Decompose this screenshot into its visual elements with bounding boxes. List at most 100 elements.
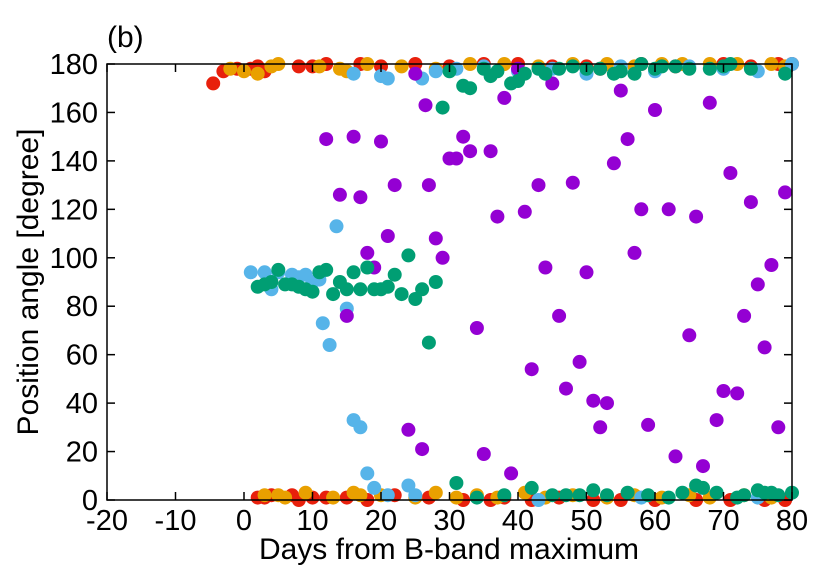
data-point xyxy=(353,190,368,205)
data-point xyxy=(709,413,724,428)
data-point xyxy=(620,485,635,500)
data-point xyxy=(435,250,450,265)
y-tick-label: 160 xyxy=(50,97,98,129)
data-point xyxy=(380,488,395,503)
data-point xyxy=(415,282,430,297)
y-tick-label: 60 xyxy=(66,340,98,372)
data-point xyxy=(723,166,738,180)
data-point xyxy=(490,64,505,79)
data-point xyxy=(517,204,532,219)
y-axis-title: Position angle [degree] xyxy=(12,129,45,436)
data-point xyxy=(572,354,587,369)
data-point xyxy=(565,59,580,74)
data-point xyxy=(682,61,697,76)
data-point xyxy=(428,64,443,79)
data-point xyxy=(606,156,621,171)
data-point xyxy=(743,61,758,76)
data-point xyxy=(387,178,402,193)
data-point xyxy=(326,490,341,505)
data-point xyxy=(415,442,430,457)
data-point xyxy=(428,485,443,500)
data-point xyxy=(346,66,361,81)
data-point xyxy=(329,219,344,234)
data-point xyxy=(435,100,450,115)
data-point xyxy=(620,132,635,147)
data-point xyxy=(360,466,375,481)
data-point xyxy=(654,59,669,74)
data-point xyxy=(428,275,443,289)
data-point xyxy=(469,490,484,505)
data-point xyxy=(469,321,484,335)
data-point xyxy=(360,260,375,275)
data-point xyxy=(305,284,320,299)
data-point xyxy=(380,229,395,243)
y-tick-label: 100 xyxy=(50,243,98,275)
x-tick-label: 70 xyxy=(707,505,739,537)
data-point xyxy=(497,488,512,503)
data-point xyxy=(709,485,724,500)
data-point xyxy=(716,384,731,398)
data-point xyxy=(696,459,710,474)
data-point xyxy=(449,151,464,166)
x-tick-label: -20 xyxy=(86,505,128,537)
data-point xyxy=(737,488,752,503)
data-point xyxy=(675,485,690,500)
data-point xyxy=(538,66,553,81)
data-point xyxy=(298,485,313,500)
data-point xyxy=(764,258,779,272)
x-tick-label: 30 xyxy=(433,505,465,537)
data-points xyxy=(206,57,799,507)
x-tick-label: 20 xyxy=(365,505,397,537)
data-point xyxy=(586,483,601,498)
y-tick-label: 0 xyxy=(82,485,98,517)
data-point xyxy=(353,420,368,435)
data-point xyxy=(524,362,539,377)
data-point xyxy=(374,134,388,149)
data-point xyxy=(613,64,628,79)
data-point xyxy=(291,59,306,74)
data-point xyxy=(531,178,546,193)
data-point xyxy=(380,71,395,86)
data-point xyxy=(730,386,745,401)
data-point xyxy=(750,277,765,292)
data-point xyxy=(504,466,519,481)
data-point xyxy=(668,59,683,74)
data-point xyxy=(408,66,423,81)
data-point xyxy=(326,287,341,302)
data-point xyxy=(593,61,608,76)
data-point xyxy=(586,393,601,408)
data-point xyxy=(264,275,279,289)
data-point xyxy=(332,187,347,202)
y-tick-label: 80 xyxy=(66,291,98,323)
data-point xyxy=(661,490,676,505)
data-point xyxy=(408,292,423,306)
data-point xyxy=(559,488,573,503)
data-point xyxy=(559,381,573,396)
data-point xyxy=(593,420,608,435)
data-point xyxy=(572,488,587,503)
x-tick-label: 80 xyxy=(776,505,808,537)
data-point xyxy=(257,488,272,503)
data-point xyxy=(757,340,772,355)
x-axis-title: Days from B-band maximum xyxy=(259,533,639,566)
data-point xyxy=(339,282,354,297)
data-point xyxy=(387,267,402,282)
data-point xyxy=(223,61,238,76)
data-point xyxy=(401,248,416,263)
data-point xyxy=(538,260,553,275)
data-point xyxy=(394,59,409,74)
data-point xyxy=(627,245,642,260)
data-point xyxy=(634,202,649,217)
data-point xyxy=(346,129,361,144)
data-point xyxy=(380,279,395,294)
data-point xyxy=(641,417,656,432)
data-point xyxy=(702,61,717,76)
data-point xyxy=(257,265,272,280)
plot-frame xyxy=(106,63,793,501)
x-tick-label: 10 xyxy=(296,505,328,537)
data-point xyxy=(613,83,628,98)
x-tick-label: 50 xyxy=(570,505,602,537)
data-point xyxy=(421,178,436,193)
data-point xyxy=(579,265,594,280)
